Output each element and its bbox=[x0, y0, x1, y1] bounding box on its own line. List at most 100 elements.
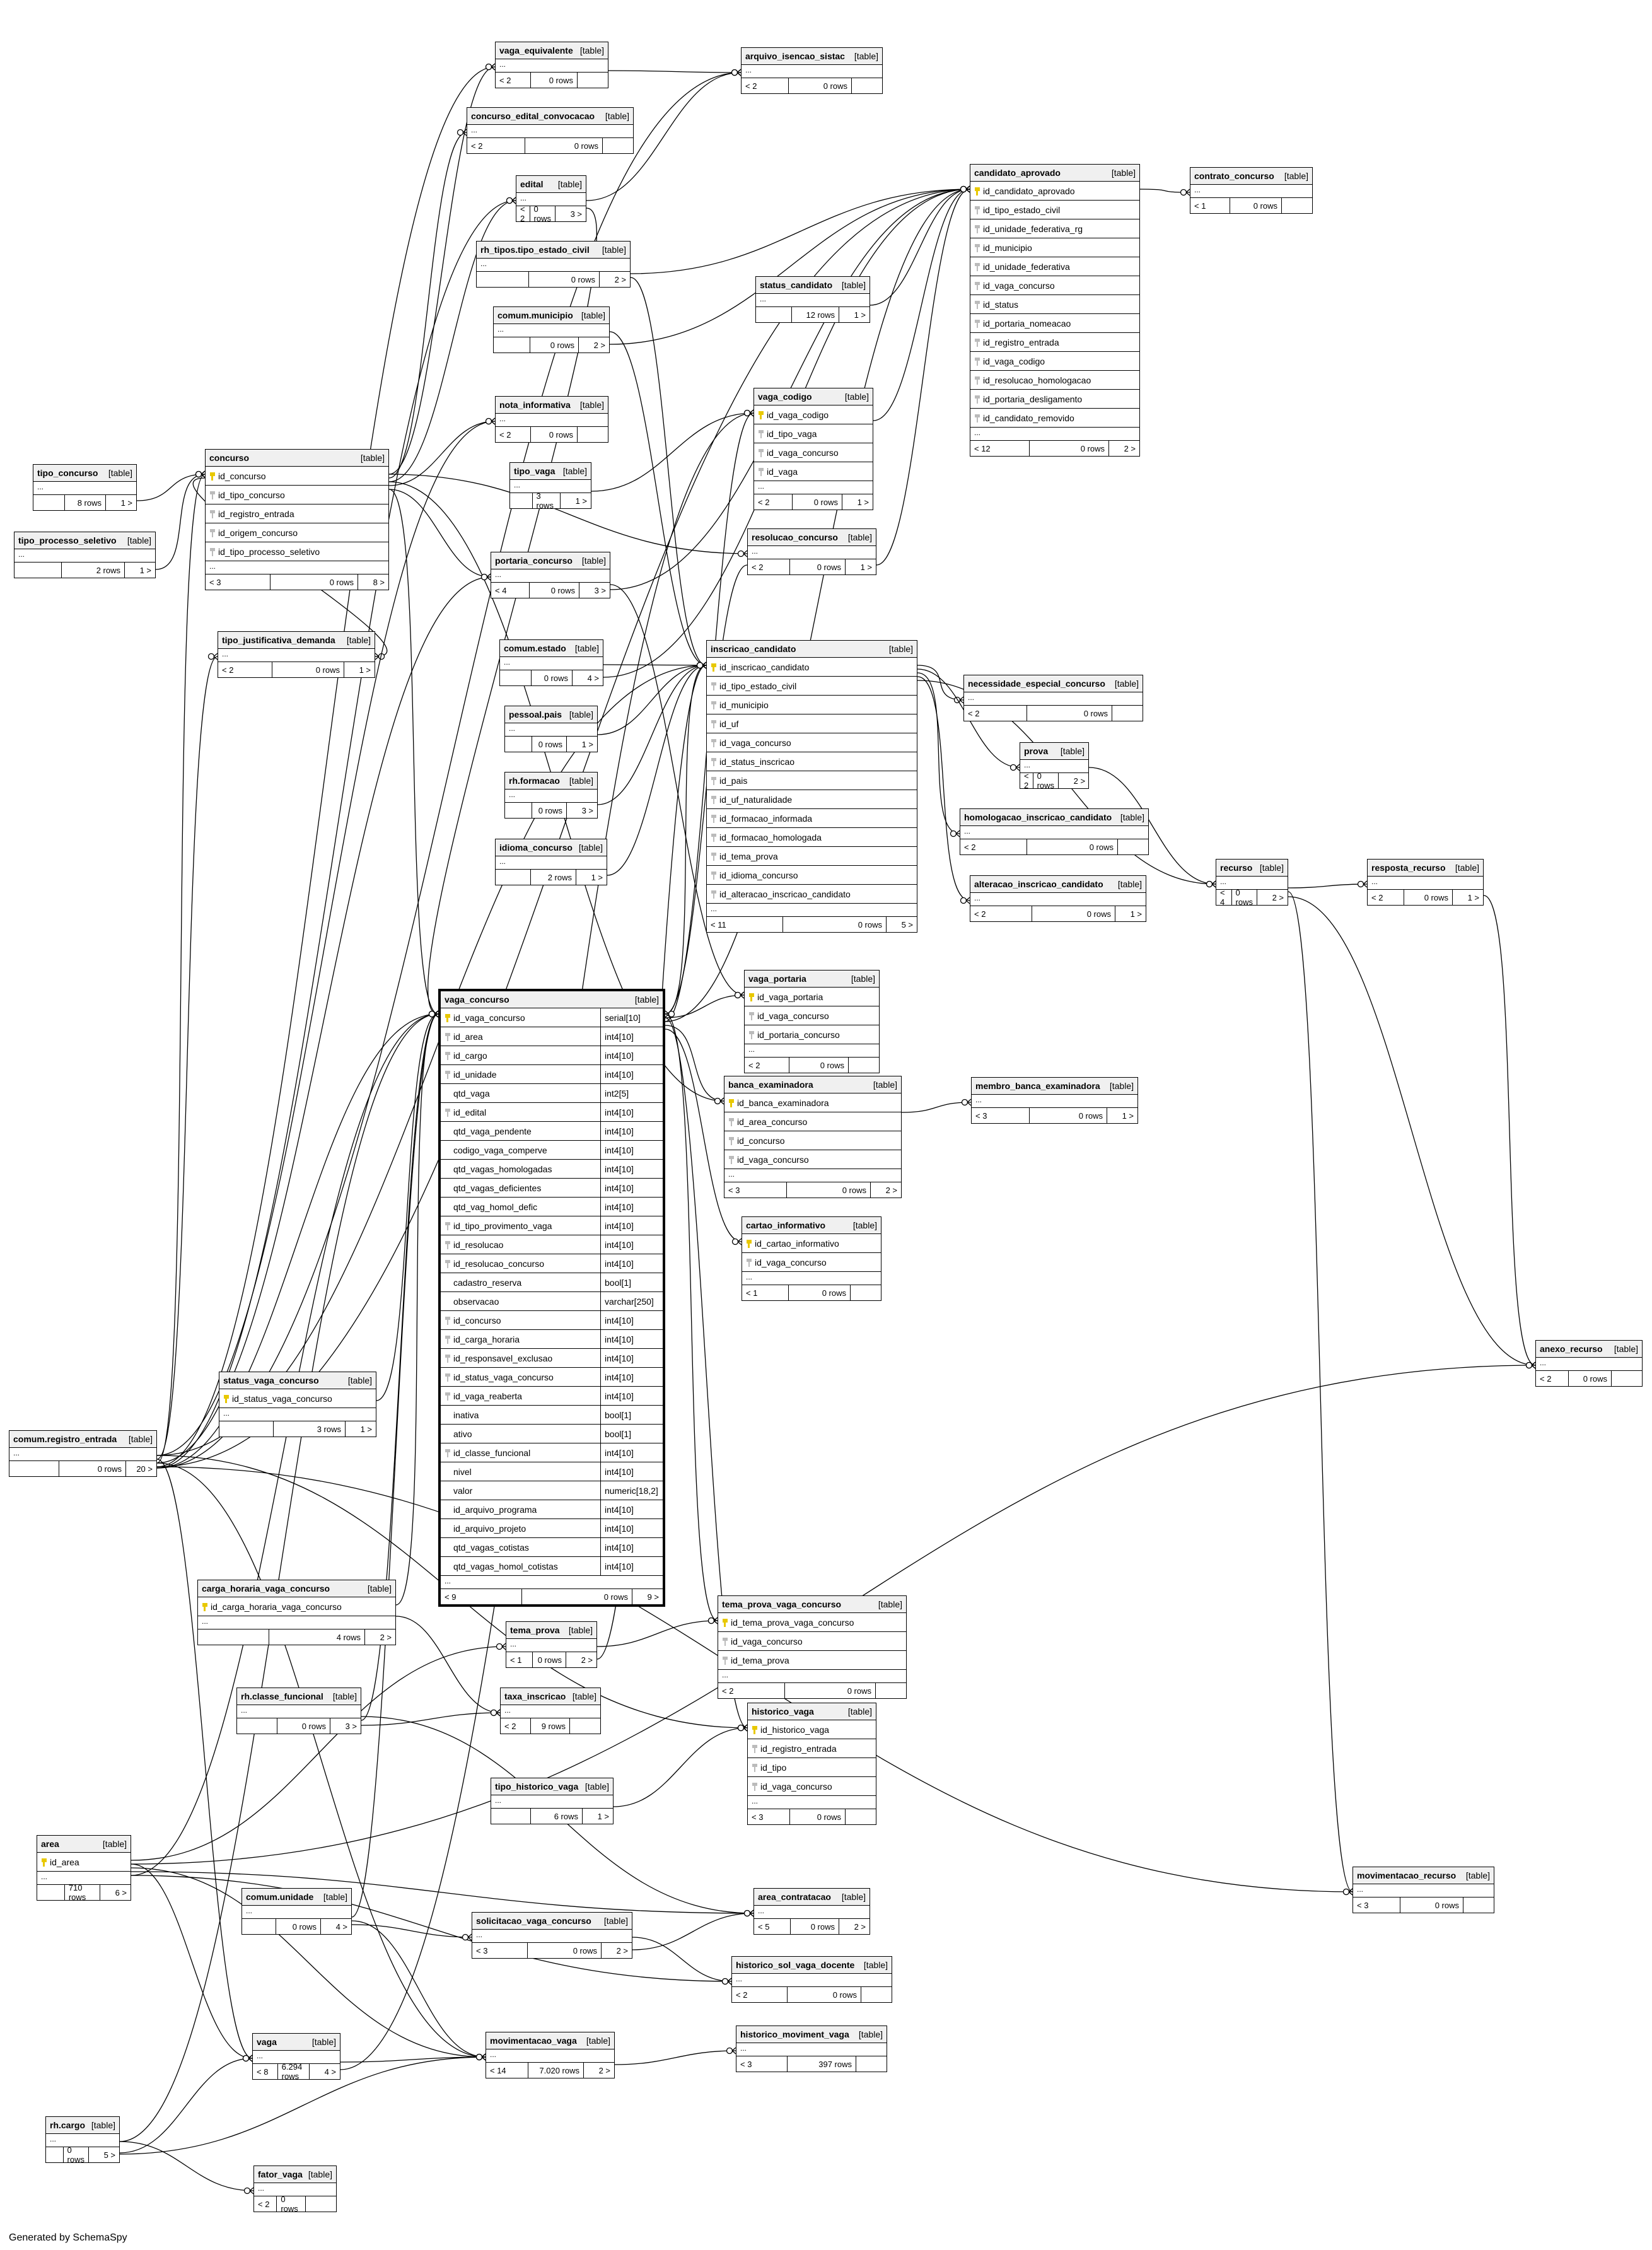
column-row[interactable]: id_vaga_codigo bbox=[970, 352, 1139, 371]
column-row[interactable]: id_idioma_concurso bbox=[707, 866, 917, 885]
table-name[interactable]: rh.classe_funcional bbox=[241, 1691, 323, 1701]
table-name[interactable]: nota_informativa bbox=[499, 400, 571, 410]
table-name[interactable]: candidato_aprovado bbox=[974, 168, 1061, 178]
table-name[interactable]: tipo_historico_vaga bbox=[495, 1781, 579, 1792]
column-row[interactable]: id_vaga_concurso bbox=[745, 1006, 879, 1025]
table-name[interactable]: movimentacao_recurso bbox=[1357, 1870, 1457, 1880]
column-row[interactable]: id_status_inscricao bbox=[707, 752, 917, 771]
table-name[interactable]: status_vaga_concurso bbox=[223, 1375, 319, 1385]
table-name[interactable]: contrato_concurso bbox=[1194, 171, 1274, 181]
table-name[interactable]: concurso_edital_convocacao bbox=[471, 111, 595, 121]
table-alteracao-inscricao-candidato[interactable]: alteracao_inscricao_candidato[table]...<… bbox=[970, 875, 1146, 922]
table-name[interactable]: comum.municipio bbox=[497, 310, 573, 320]
column-row[interactable]: id_portaria_nomeacao bbox=[970, 314, 1139, 333]
table-name[interactable]: portaria_concurso bbox=[495, 556, 573, 566]
table-name[interactable]: movimentacao_vaga bbox=[490, 2036, 577, 2046]
table-name[interactable]: recurso bbox=[1220, 863, 1253, 873]
column-row[interactable]: id_portaria_concurso bbox=[745, 1025, 879, 1044]
table-name[interactable]: solicitacao_vaga_concurso bbox=[476, 1916, 591, 1926]
table-name[interactable]: status_candidato bbox=[760, 280, 833, 290]
table-name[interactable]: fator_vaga bbox=[258, 2169, 303, 2179]
table-name[interactable]: rh.formacao bbox=[509, 776, 560, 786]
table-name[interactable]: vaga_portaria bbox=[748, 974, 806, 984]
table-name[interactable]: cartao_informativo bbox=[746, 1220, 826, 1230]
column-row[interactable]: id_pais bbox=[707, 771, 917, 790]
table-necessidade-especial-concurso[interactable]: necessidade_especial_concurso[table]...<… bbox=[963, 675, 1143, 721]
column-row[interactable]: id_tipo_vaga bbox=[754, 424, 873, 443]
column-row[interactable]: id_formacao_informada bbox=[707, 809, 917, 828]
table-name[interactable]: homologacao_inscricao_candidato bbox=[964, 812, 1112, 822]
table-name[interactable]: historico_moviment_vaga bbox=[740, 2029, 849, 2039]
column-row[interactable]: id_concurso bbox=[206, 467, 388, 486]
table-cartao-informativo[interactable]: cartao_informativo[table]id_cartao_infor… bbox=[742, 1216, 881, 1301]
column-row[interactable]: id_inscricao_candidato bbox=[707, 658, 917, 677]
column-row[interactable]: id_carga_horaria_vaga_concurso bbox=[198, 1597, 395, 1616]
table-name[interactable]: tipo_vaga bbox=[514, 466, 556, 476]
table-name[interactable]: arquivo_isencao_sistac bbox=[745, 51, 845, 61]
column-row[interactable]: id_vaga_portaria bbox=[745, 988, 879, 1006]
table-candidato-aprovado[interactable]: candidato_aprovado[table]id_candidato_ap… bbox=[970, 164, 1140, 457]
table-name[interactable]: prova bbox=[1024, 746, 1049, 756]
column-row[interactable]: id_registro_entrada bbox=[206, 504, 388, 523]
column-row[interactable]: id_tema_prova_vaga_concurso bbox=[718, 1613, 906, 1632]
table-name[interactable]: idioma_concurso bbox=[499, 842, 573, 853]
table-name[interactable]: comum.estado bbox=[504, 643, 566, 653]
column-row[interactable]: id_uf_naturalidade bbox=[707, 790, 917, 809]
column-row[interactable]: id_vaga_concurso bbox=[718, 1632, 906, 1651]
column-row[interactable]: id_municipio bbox=[707, 696, 917, 714]
table-name[interactable]: alteracao_inscricao_candidato bbox=[974, 879, 1103, 889]
table-name[interactable]: tipo_processo_seletivo bbox=[18, 535, 117, 545]
table-name[interactable]: edital bbox=[520, 179, 544, 189]
column-row[interactable]: id_vaga_concurso bbox=[748, 1777, 876, 1796]
table-name[interactable]: inscricao_candidato bbox=[711, 644, 796, 654]
column-row[interactable]: id_cartao_informativo bbox=[742, 1234, 881, 1253]
table-name[interactable]: area_contratacao bbox=[758, 1892, 831, 1902]
column-row[interactable]: id_concurso bbox=[724, 1131, 901, 1150]
table-name[interactable]: resposta_recurso bbox=[1371, 863, 1446, 873]
column-row[interactable]: id_historico_vaga bbox=[748, 1720, 876, 1739]
table-carga-horaria-vaga-concurso[interactable]: carga_horaria_vaga_concurso[table]id_car… bbox=[197, 1580, 396, 1645]
table-inscricao-candidato[interactable]: inscricao_candidato[table]id_inscricao_c… bbox=[706, 640, 917, 933]
column-row[interactable]: id_status bbox=[970, 295, 1139, 314]
column-row[interactable]: id_area_concurso bbox=[724, 1112, 901, 1131]
column-row[interactable]: id_registro_entrada bbox=[748, 1739, 876, 1758]
table-name[interactable]: tema_prova_vaga_concurso bbox=[722, 1599, 842, 1609]
column-row[interactable]: id_formacao_homologada bbox=[707, 828, 917, 847]
column-row[interactable]: id_candidato_removido bbox=[970, 409, 1139, 428]
